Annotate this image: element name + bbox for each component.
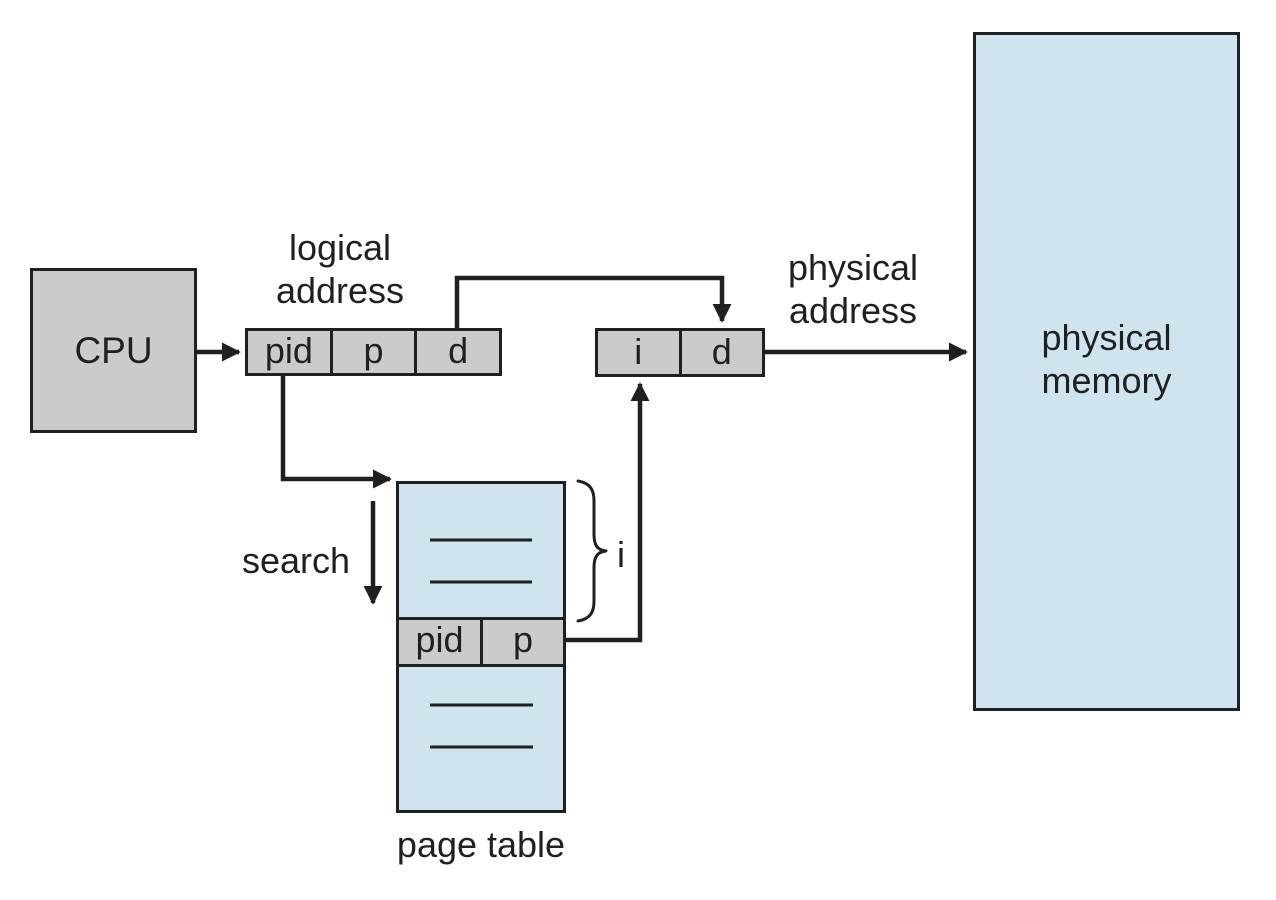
physical-memory-box: physical memory (973, 32, 1240, 711)
physical-address-register: i d (595, 328, 765, 377)
physical-memory-label: physical memory (1041, 317, 1172, 401)
register-cell-pid: pid (264, 330, 313, 371)
index-brace (576, 479, 608, 623)
physical-address-label: physical address (787, 247, 919, 331)
pid-to-page-table-arrow (280, 376, 392, 489)
search-label: search (242, 540, 351, 581)
register-cell-p: p (329, 330, 415, 373)
logical-address-label: logical address (275, 227, 405, 311)
page-table-box: pid p (396, 481, 566, 813)
page-table-label: page table (396, 824, 566, 865)
cpu-label: CPU (74, 329, 153, 371)
page-table-entry-row: pid p (399, 617, 563, 667)
register-cell-i: i (634, 330, 643, 372)
cpu-box: CPU (30, 268, 197, 433)
register-cell-d2: d (678, 331, 763, 374)
entry-cell-p: p (480, 619, 563, 664)
index-label: i (617, 534, 625, 575)
logical-address-register: pid p d (245, 328, 502, 376)
entry-cell-pid: pid (415, 619, 464, 660)
d-to-physical-register-arrow (454, 275, 732, 329)
entry-to-index-arrow (566, 382, 650, 643)
register-cell-d: d (414, 330, 499, 373)
